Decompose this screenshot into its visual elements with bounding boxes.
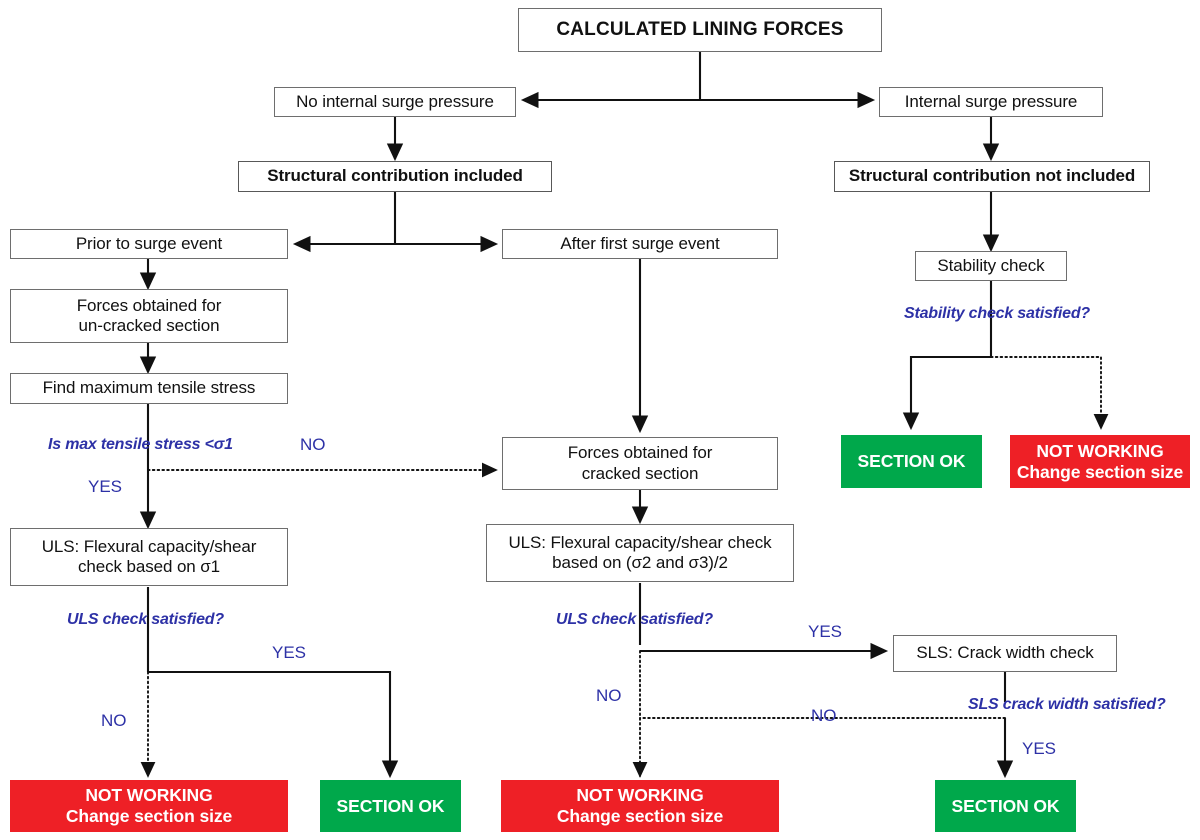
node-no-internal-surge-pressure[interactable]: No internal surge pressure — [274, 87, 516, 117]
decision-sls-crack-width-satisfied: SLS crack width satisfied? — [968, 696, 1166, 713]
branch-label-uls-left-no: NO — [101, 711, 127, 730]
not-working-mid-line-2: Change section size — [556, 806, 724, 826]
node-not-working-uls-left[interactable]: NOT WORKING Change section size — [10, 780, 288, 832]
edge-stability-yes — [902, 355, 991, 431]
branch-label-sls-no: NO — [811, 706, 837, 725]
node-not-working-stability[interactable]: NOT WORKING Change section size — [1010, 435, 1190, 488]
forces-cracked-line-1: Forces obtained for — [567, 443, 713, 463]
forces-uncracked-line-2: un-cracked section — [78, 316, 220, 335]
node-structural-contribution-included[interactable]: Structural contribution included — [238, 161, 552, 192]
node-forces-uncracked-section[interactable]: Forces obtained for un-cracked section — [10, 289, 288, 343]
not-working-mid-line-1: NOT WORKING — [576, 785, 704, 806]
node-after-first-surge-event[interactable]: After first surge event — [502, 229, 778, 259]
node-find-maximum-tensile-stress[interactable]: Find maximum tensile stress — [10, 373, 288, 404]
node-section-ok-stability[interactable]: SECTION OK — [841, 435, 982, 488]
node-sls-crack-width-check[interactable]: SLS: Crack width check — [893, 635, 1117, 672]
uls-left-line-2: check based on σ1 — [77, 557, 221, 576]
uls-left-line-1: ULS: Flexural capacity/shear — [41, 536, 257, 556]
node-internal-surge-pressure[interactable]: Internal surge pressure — [879, 87, 1103, 117]
node-structural-contribution-not-included[interactable]: Structural contribution not included — [834, 161, 1150, 192]
not-working-right-line-2: Change section size — [1016, 461, 1184, 482]
edge-stability-no — [990, 356, 1109, 430]
node-section-ok-uls-left[interactable]: SECTION OK — [320, 780, 461, 832]
not-working-left-line-2: Change section size — [65, 806, 233, 826]
forces-cracked-line-2: cracked section — [581, 463, 699, 483]
node-forces-cracked-section[interactable]: Forces obtained for cracked section — [502, 437, 778, 490]
branch-label-tensile-yes: YES — [88, 477, 123, 496]
not-working-right-line-1: NOT WORKING — [1036, 440, 1164, 461]
node-prior-to-surge-event[interactable]: Prior to surge event — [10, 229, 288, 259]
not-working-left-line-1: NOT WORKING — [85, 785, 213, 806]
branch-label-uls-mid-yes: YES — [808, 622, 843, 641]
node-not-working-uls-mid[interactable]: NOT WORKING Change section size — [501, 780, 779, 832]
branch-label-tensile-no: NO — [300, 435, 326, 454]
node-stability-check[interactable]: Stability check — [915, 251, 1067, 281]
node-uls-flexural-check-sigma23[interactable]: ULS: Flexural capacity/shear check based… — [486, 524, 794, 582]
decision-uls-check-satisfied-mid: ULS check satisfied? — [556, 611, 713, 628]
branch-label-uls-mid-no: NO — [596, 686, 622, 705]
uls-mid-line-1: ULS: Flexural capacity/shear check — [508, 532, 772, 552]
forces-uncracked-line-1: Forces obtained for — [76, 295, 222, 315]
edge-ulsleft-yes — [148, 670, 399, 779]
uls-mid-line-2: based on (σ2 and σ3)/2 — [552, 553, 728, 572]
node-section-ok-sls[interactable]: SECTION OK — [935, 780, 1076, 832]
decision-stability-check-satisfied: Stability check satisfied? — [904, 305, 1090, 322]
node-calculated-lining-forces[interactable]: CALCULATED LINING FORCES — [518, 8, 882, 52]
branch-label-uls-left-yes: YES — [272, 643, 307, 662]
decision-is-max-tensile-stress: Is max tensile stress <σ1 — [48, 436, 233, 453]
node-uls-flexural-check-sigma1[interactable]: ULS: Flexural capacity/shear check based… — [10, 528, 288, 586]
decision-uls-check-satisfied-left: ULS check satisfied? — [67, 611, 224, 628]
branch-label-sls-yes: YES — [1022, 739, 1057, 758]
